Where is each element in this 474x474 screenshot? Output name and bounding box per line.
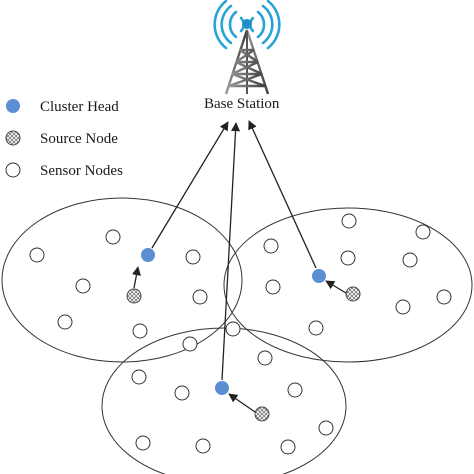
arrow-head-to-base-station xyxy=(221,122,241,381)
sensor-node xyxy=(436,289,452,305)
cluster-head xyxy=(215,381,229,395)
legend-cluster-head-icon xyxy=(6,99,20,113)
legend: Cluster Head Source Node Sensor Nodes xyxy=(5,99,123,179)
arrow-head-to-base-station xyxy=(248,120,317,269)
sensor-node xyxy=(75,278,91,294)
legend-sensor-nodes-label: Sensor Nodes xyxy=(40,163,123,179)
sensor-node xyxy=(341,213,357,229)
sensor-node xyxy=(402,252,418,268)
sensor-node xyxy=(263,238,279,254)
sensor-node xyxy=(135,435,151,451)
arrow-source-to-head xyxy=(228,393,256,413)
sensor-node xyxy=(131,369,147,385)
source-node xyxy=(126,288,142,304)
sensor-node xyxy=(257,350,273,366)
base-station-tower-icon xyxy=(213,0,281,95)
sensor-nodes xyxy=(29,213,452,455)
sensor-node xyxy=(225,321,241,337)
sensor-node xyxy=(185,249,201,265)
sensor-node xyxy=(105,229,121,245)
arrow-source-to-head xyxy=(325,280,347,294)
legend-cluster-head-label: Cluster Head xyxy=(40,99,119,115)
source-node xyxy=(345,286,361,302)
cluster-left xyxy=(1,197,243,363)
sensor-node xyxy=(195,438,211,454)
cluster-right xyxy=(223,207,473,363)
cluster-head xyxy=(312,269,326,283)
sensor-node xyxy=(132,323,148,339)
cluster-head xyxy=(141,248,155,262)
sensor-node xyxy=(174,385,190,401)
sensor-node xyxy=(340,250,356,266)
legend-source-node-label: Source Node xyxy=(40,131,118,147)
sensor-node xyxy=(415,224,431,240)
sensor-node xyxy=(280,439,296,455)
cluster-bottom xyxy=(101,327,347,474)
sensor-node xyxy=(318,420,334,436)
sensor-node xyxy=(182,336,198,352)
sensor-node xyxy=(308,320,324,336)
source-node xyxy=(254,406,270,422)
arrow-source-to-head xyxy=(131,266,141,289)
sensor-node xyxy=(395,299,411,315)
legend-sensor-node-icon xyxy=(5,162,21,178)
signal-waves-icon xyxy=(213,0,281,50)
sensor-node xyxy=(192,289,208,305)
sensor-node xyxy=(287,382,303,398)
sensor-node xyxy=(29,247,45,263)
sensor-node xyxy=(57,314,73,330)
sensor-node xyxy=(265,279,281,295)
legend-source-node-icon xyxy=(5,130,21,146)
base-station-label: Base Station xyxy=(204,96,280,112)
arrow-head-to-base-station xyxy=(151,121,229,249)
